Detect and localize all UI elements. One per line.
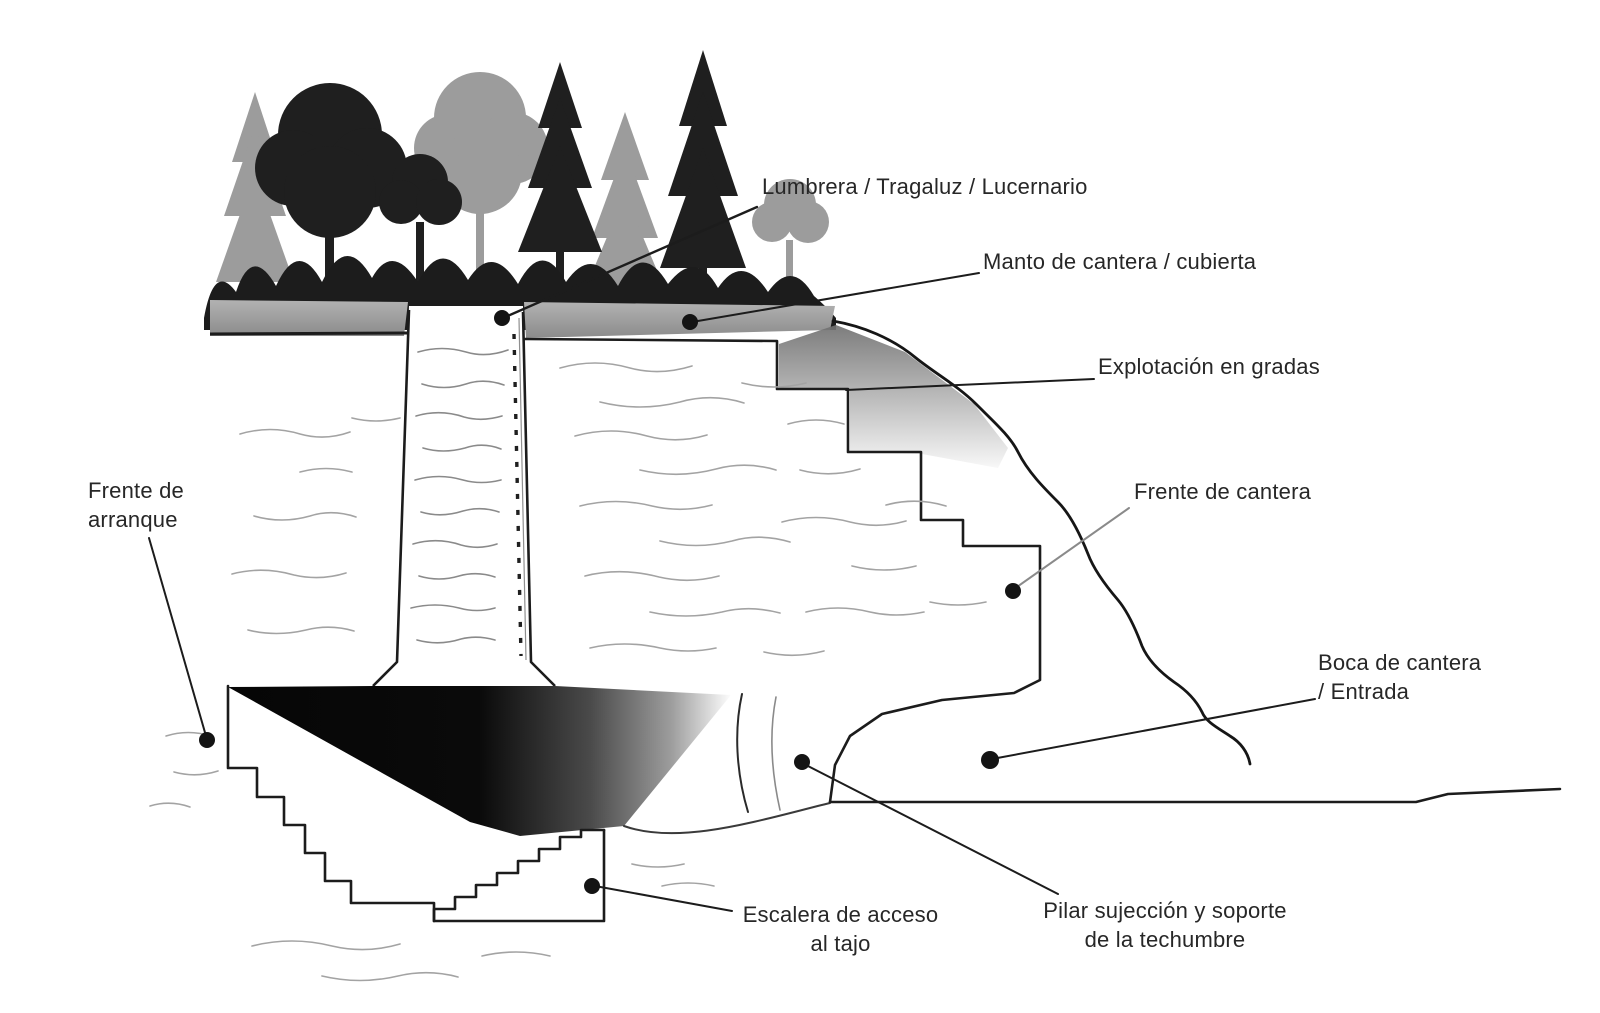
shaft <box>372 306 556 687</box>
frente-arranque-dot <box>199 732 215 748</box>
cavity-shadow-funnel <box>228 686 731 836</box>
shaft-texture <box>410 347 509 644</box>
boca-leader <box>991 698 1316 760</box>
label-escalera: Escalera de acceso al tajo <box>742 902 939 956</box>
label-boca: Boca de cantera / Entrada <box>1318 650 1482 704</box>
lumbrera-leader <box>501 205 759 320</box>
pilar-dot <box>794 754 810 770</box>
marker-dots <box>199 310 1021 894</box>
rock-texture <box>149 362 987 982</box>
explotacion-leader <box>845 378 1095 391</box>
label-explotacion: Explotación en gradas <box>1098 354 1320 379</box>
access-staircase <box>432 828 606 923</box>
boca-dot <box>981 751 999 769</box>
frente-cantera-leader <box>1013 507 1130 590</box>
escalera-leader <box>594 885 733 912</box>
hillside-edge <box>831 319 1252 766</box>
label-frente-arranque: Frente de arranque <box>88 478 184 532</box>
cut-shading <box>779 325 1008 468</box>
shaft-dashed-column <box>512 333 523 657</box>
pilar-leader <box>803 763 1059 895</box>
stairs-and-left-profile <box>226 684 831 923</box>
lumbrera-dot <box>494 310 510 326</box>
label-frente-cantera: Frente de cantera <box>1134 479 1312 504</box>
support-pillar <box>736 693 781 813</box>
frente-arranque-leader <box>148 537 207 737</box>
label-manto: Manto de cantera / cubierta <box>983 249 1257 274</box>
quarry-floor <box>828 787 1562 804</box>
manto-leader <box>691 272 980 323</box>
forest-gray-trees <box>216 72 829 315</box>
frente-cantera-dot <box>1005 583 1021 599</box>
leader-lines <box>148 205 1316 912</box>
label-lumbrera: Lumbrera / Tragaluz / Lucernario <box>762 174 1088 199</box>
stepped-face-and-entrance <box>523 337 1562 804</box>
escalera-dot <box>584 878 600 894</box>
manto-dot <box>682 314 698 330</box>
label-pilar: Pilar sujección y soporte de la techumbr… <box>1043 898 1287 952</box>
